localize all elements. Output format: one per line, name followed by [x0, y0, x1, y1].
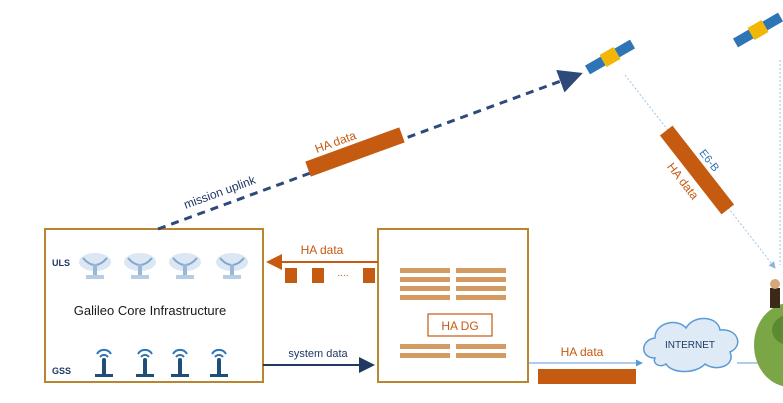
ellipsis-label: .... [337, 268, 348, 279]
ha-data-out-label: HA data [561, 345, 604, 359]
ha-data-return-arrow: HA data .... [266, 243, 378, 283]
internet-label: INTERNET [665, 340, 715, 351]
uls-label: ULS [52, 258, 70, 268]
data-packet [363, 268, 375, 283]
ha-dg-label: HA DG [441, 319, 478, 333]
server-stack-icon [400, 268, 506, 358]
mission-uplink-label: mission uplink [182, 172, 259, 211]
data-packet [538, 369, 636, 384]
system-data-arrow: system data [263, 348, 375, 373]
galileo-core-infrastructure-box: ULS GSS Galileo Core Infrastructure [44, 228, 264, 383]
data-packet [285, 268, 297, 283]
internet-cloud: INTERNET [643, 317, 776, 373]
data-packet [312, 268, 324, 283]
ha-dg-box: HA DG [377, 228, 529, 383]
satellite-icon [732, 12, 783, 48]
core-infrastructure-title: Galileo Core Infrastructure [74, 303, 226, 318]
cloud-icon [643, 317, 739, 373]
satellite-icon [584, 39, 636, 75]
ha-dg-label-frame [427, 313, 493, 337]
e6b-downlink-arrow: E6-B HA data [624, 60, 781, 269]
ha-data-out-arrow: HA data [528, 345, 643, 384]
system-data-label: system data [288, 348, 348, 360]
gss-label: GSS [52, 366, 71, 376]
user-globe-icon [754, 279, 783, 387]
data-packet [659, 125, 735, 215]
ha-data-return-label: HA data [301, 243, 344, 257]
mission-uplink-arrow: mission uplink HA data [157, 69, 583, 231]
data-packet [305, 127, 405, 177]
